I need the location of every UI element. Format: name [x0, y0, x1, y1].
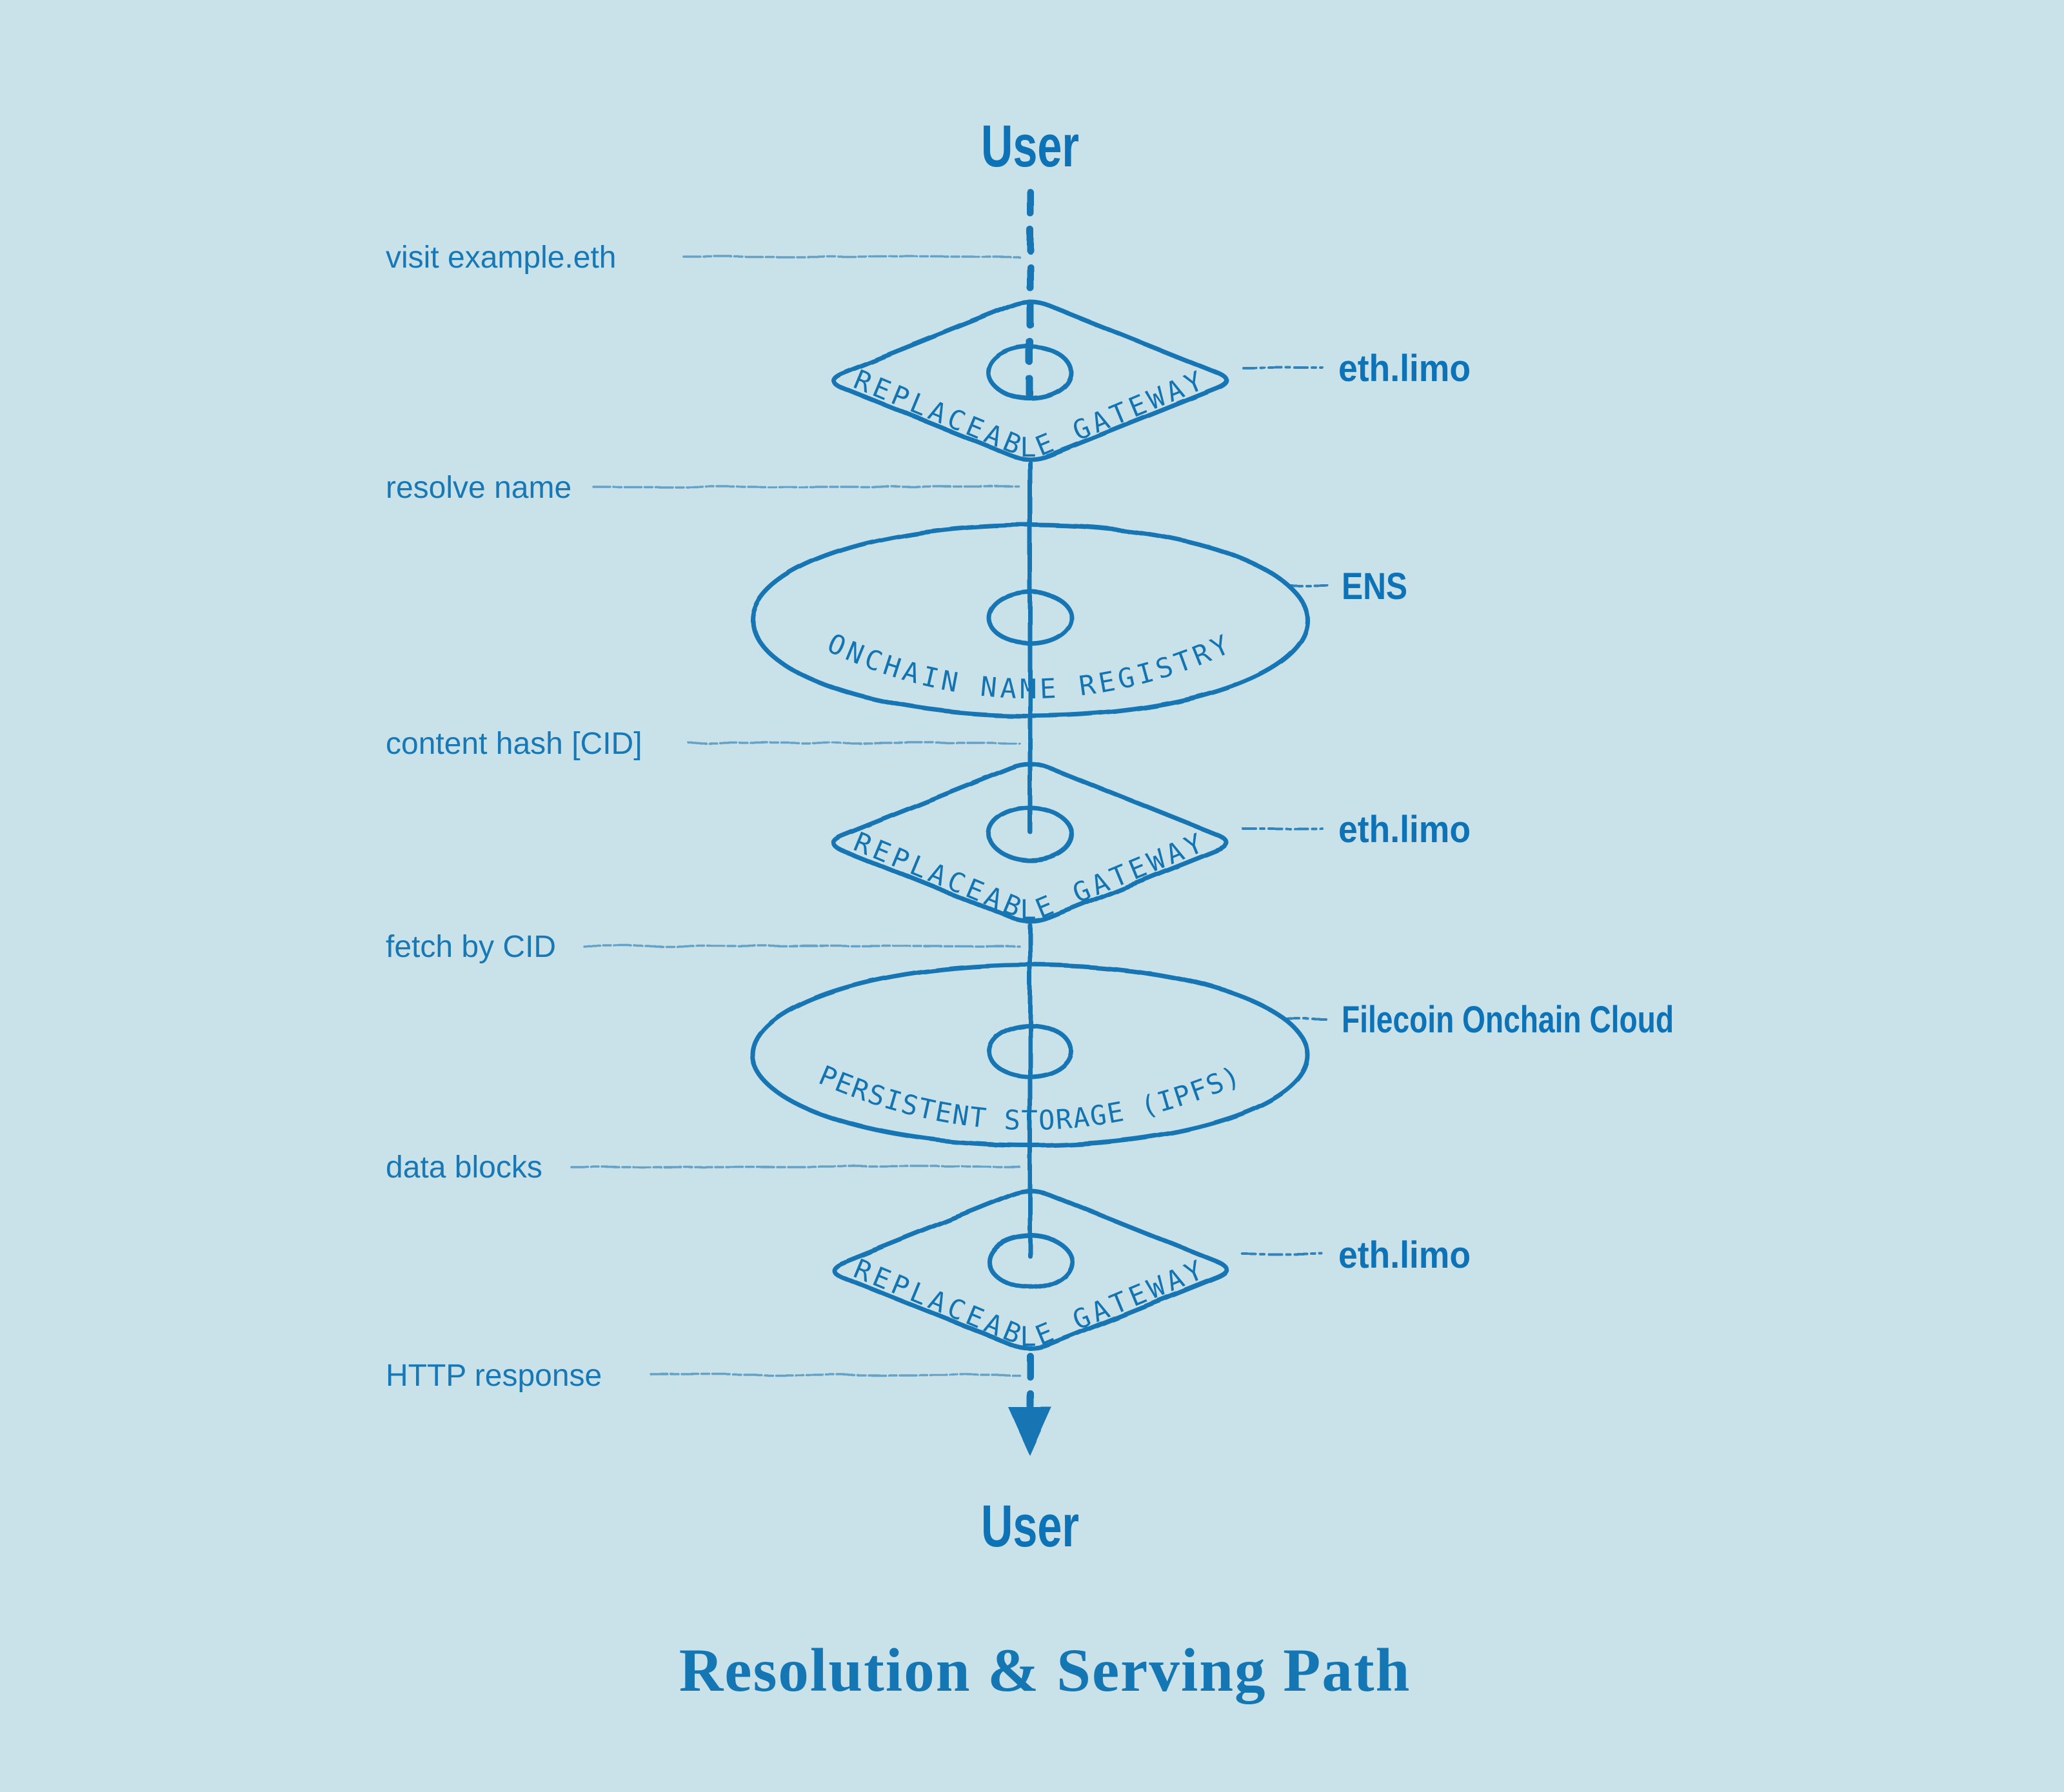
user-bottom-label: User [981, 1493, 1079, 1559]
gateway-2-center-ellipse [986, 805, 1074, 862]
provider-label-filecoin-onchain-cloud: Filecoin Onchain Cloud [1342, 999, 1674, 1041]
arrow-down-icon [1008, 1407, 1052, 1456]
provider-label-ethlimo-2: eth.limo [1338, 809, 1471, 851]
step-label-data-blocks: data blocks [386, 1150, 542, 1185]
provider-label-ens: ENS [1342, 566, 1407, 607]
gateway-2-label-curved: REPLACEABLE GATEWAY [849, 826, 1211, 925]
step-label-fetch: fetch by CID [386, 930, 556, 964]
provider-label-ethlimo-1: eth.limo [1338, 348, 1471, 389]
step-label-http-response: HTTP response [386, 1359, 602, 1393]
persistent-storage-center-ellipse [986, 1023, 1074, 1079]
step-label-visit: visit example.eth [386, 241, 617, 275]
name-registry-center-ellipse [986, 589, 1074, 646]
step-label-resolve: resolve name [386, 471, 571, 505]
user-top-label: User [981, 113, 1079, 179]
gateway-diamond-2 [831, 762, 1229, 924]
step-label-content-hash: content hash [CID] [386, 727, 642, 761]
gateway-diamond-3 [831, 1188, 1229, 1351]
gateway-1-center-ellipse [986, 344, 1074, 401]
diagram-title: Resolution & Serving Path [679, 1636, 1411, 1704]
provider-label-ethlimo-3: eth.limo [1338, 1234, 1471, 1276]
gateway-3-label-curved: REPLACEABLE GATEWAY [849, 1253, 1211, 1352]
name-registry-ellipse [750, 522, 1310, 718]
gateway-3-center-ellipse [986, 1233, 1074, 1290]
persistent-storage-ellipse [750, 962, 1310, 1148]
gateway-diamond-1 [831, 299, 1229, 462]
